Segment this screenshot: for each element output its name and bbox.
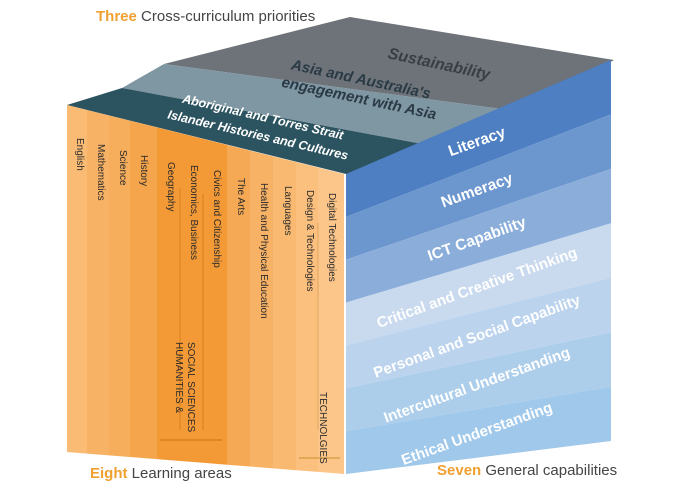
learning-area-label: Languages: [282, 186, 293, 236]
learning-area-label: Economics, Business: [188, 165, 199, 260]
learning-area-label: Health and Physical Education: [258, 183, 269, 319]
caption-general-capabilities: Seven General capabilities: [437, 462, 617, 479]
learning-area-column: [250, 150, 273, 469]
capability-band: [346, 223, 611, 346]
learning-area-column: [109, 115, 130, 458]
caption-general-capabilities-text: General capabilities: [485, 462, 618, 479]
learning-area-column: [203, 138, 227, 465]
capability-band: [346, 114, 611, 260]
learning-areas-face: English Mathematics Science History Geograph…: [67, 105, 344, 474]
learning-area-column: [273, 156, 296, 471]
learning-area-group-label: HUMANITIES &: [173, 342, 184, 413]
learning-area-column: [130, 120, 157, 460]
capability-band: [346, 386, 611, 474]
learning-area-column: [180, 133, 203, 463]
caption-learning-areas-text: Learning areas: [131, 465, 232, 482]
learning-area-label: Science: [117, 150, 128, 186]
learning-area-label: Civics and Citizenship: [211, 170, 222, 268]
learning-area-label: English: [74, 138, 85, 171]
band-sustainability: [164, 17, 614, 112]
learning-area-column: [318, 167, 344, 474]
learning-area-column: [87, 109, 109, 456]
learning-area-label: The Arts: [235, 178, 246, 215]
learning-area-label: Geography: [165, 162, 176, 211]
learning-area-label: Mathematics: [95, 144, 106, 201]
caption-priorities: Three Cross-curriculum priorities: [96, 8, 315, 25]
capability-band: [346, 332, 611, 432]
learning-area-label: Design & Technologies: [304, 190, 315, 292]
caption-priorities-number: Three: [96, 8, 137, 25]
capability-band: [346, 277, 611, 389]
learning-area-group-label: TECHNOLGIES: [317, 392, 328, 464]
caption-general-capabilities-number: Seven: [437, 462, 482, 479]
learning-area-label: Digital Technologies: [326, 193, 337, 282]
band-aboriginal-torres-strait: [67, 88, 433, 174]
learning-area-column: [296, 162, 318, 472]
learning-area-column: [227, 144, 250, 467]
caption-learning-areas-number: Eight: [90, 465, 128, 482]
capability-band: [346, 168, 611, 303]
caption-priorities-text: Cross-curriculum priorities: [141, 8, 316, 25]
learning-area-group-label: SOCIAL SCIENCES: [185, 342, 196, 433]
band-asia-engagement: [122, 64, 524, 146]
learning-area-column: [67, 105, 87, 454]
learning-area-column: [157, 127, 180, 461]
capability-band: [346, 60, 611, 217]
learning-area-label: History: [138, 155, 149, 186]
caption-learning-areas: Eight Learning areas: [90, 465, 232, 482]
cross-curriculum-priorities-face: Sustainability Asia and Australia's enga…: [67, 17, 614, 174]
